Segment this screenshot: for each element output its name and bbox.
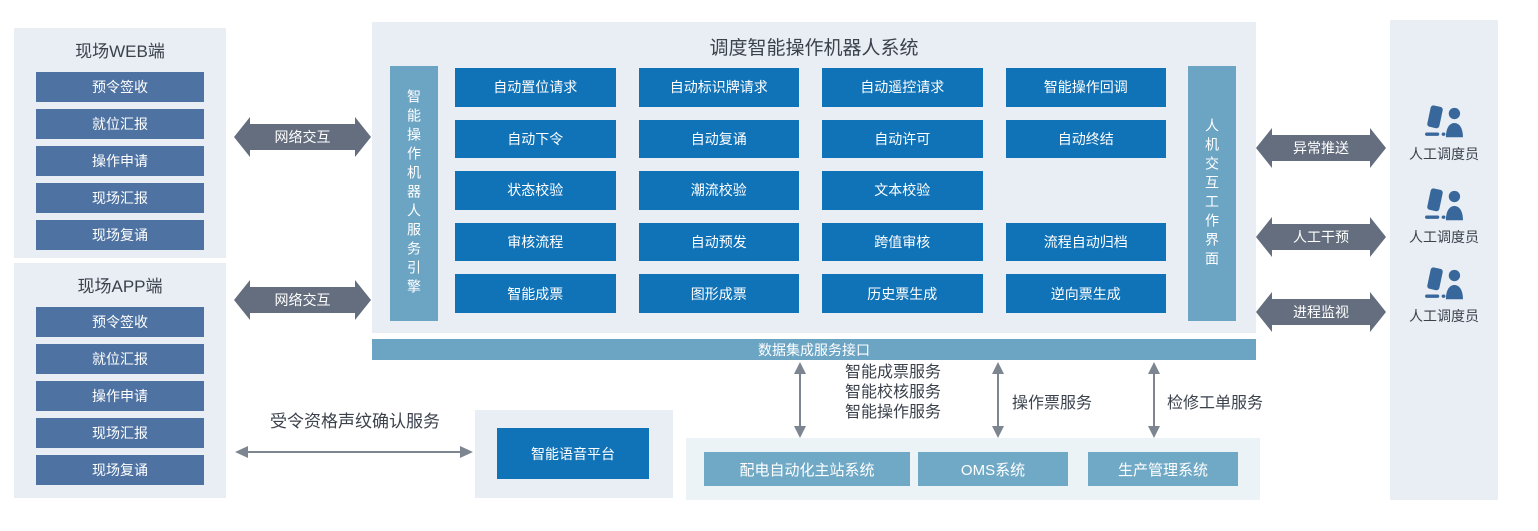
operation-ticket-service-arrow — [997, 374, 999, 426]
app-item-inposition-report: 就位汇报 — [36, 344, 204, 374]
operators-panel: 人工调度员 人工调度员 — [1390, 20, 1498, 500]
network-interaction-arrow-top: 网络交互 — [250, 124, 355, 150]
module-grid-spacer — [1006, 171, 1167, 210]
person-at-desk-icon — [1425, 188, 1463, 221]
operator-block: 人工调度员 — [1390, 105, 1498, 164]
web-item-site-report: 现场汇报 — [36, 183, 204, 213]
voice-platform-container: 智能语音平台 — [475, 410, 673, 498]
module-auto-tag-request: 自动标识牌请求 — [638, 68, 799, 107]
module-auto-remote-request: 自动遥控请求 — [822, 68, 983, 107]
distribution-automation-system-box: 配电自动化主站系统 — [704, 452, 910, 486]
maintenance-order-service-arrow — [1153, 374, 1155, 426]
module-auto-command: 自动下令 — [455, 119, 616, 159]
operator-block: 人工调度员 — [1390, 188, 1498, 247]
person-at-desk-icon — [1425, 105, 1463, 138]
module-graphic-ticket: 图形成票 — [638, 274, 799, 313]
smart-check-service-line: 智能校核服务 — [845, 384, 942, 401]
operator-label: 人工调度员 — [1409, 308, 1479, 324]
module-state-check: 状态校验 — [455, 171, 616, 210]
smart-ticket-service-line: 智能成票服务 — [845, 364, 942, 381]
module-auto-permit: 自动许可 — [822, 119, 983, 159]
field-app-panel: 现场APP端 预令签收 就位汇报 操作申请 现场汇报 现场复诵 — [14, 263, 226, 498]
service-engine-label: 智能操作机器人服务引擎 — [406, 89, 422, 298]
operation-ticket-service-label: 操作票服务 — [1012, 395, 1093, 412]
module-smart-operation-callback: 智能操作回调 — [1005, 68, 1166, 107]
module-smart-ticket: 智能成票 — [455, 274, 616, 313]
field-app-title: 现场APP端 — [77, 277, 163, 296]
manual-intervention-arrow: 人工干预 — [1272, 224, 1370, 250]
smart-operation-service-line: 智能操作服务 — [845, 404, 942, 421]
module-auto-position-request: 自动置位请求 — [455, 68, 616, 107]
module-auto-archive: 流程自动归档 — [1005, 222, 1166, 262]
voiceprint-service-arrow — [248, 451, 460, 453]
web-item-site-repeat: 现场复诵 — [36, 220, 204, 250]
voiceprint-service-label: 受令资格声纹确认服务 — [270, 412, 440, 431]
system-title: 调度智能操作机器人系统 — [709, 38, 919, 59]
field-web-panel: 现场WEB端 预令签收 就位汇报 操作申请 现场汇报 现场复诵 — [14, 28, 226, 258]
module-review-flow: 审核流程 — [455, 222, 616, 262]
module-powerflow-check: 潮流校验 — [638, 171, 799, 210]
production-management-system-box: 生产管理系统 — [1088, 452, 1238, 486]
module-history-ticket: 历史票生成 — [822, 274, 983, 313]
web-item-preorder-sign: 预令签收 — [36, 72, 204, 102]
module-auto-repeat: 自动复诵 — [638, 119, 799, 159]
data-integration-bar: 数据集成服务接口 — [372, 339, 1256, 360]
smart-services-arrow — [799, 374, 801, 426]
app-item-site-report: 现场汇报 — [36, 418, 204, 448]
web-item-inposition-report: 就位汇报 — [36, 109, 204, 139]
hmi-interface-bar: 人机交互工作界面 — [1188, 66, 1236, 321]
module-auto-predispatch: 自动预发 — [638, 222, 799, 262]
web-item-operation-request: 操作申请 — [36, 146, 204, 176]
external-systems-container: 配电自动化主站系统 OMS系统 生产管理系统 — [686, 438, 1260, 500]
operator-label: 人工调度员 — [1409, 146, 1479, 162]
operator-block: 人工调度员 — [1390, 267, 1498, 326]
service-engine-bar: 智能操作机器人服务引擎 — [390, 66, 438, 321]
module-text-check: 文本校验 — [822, 171, 983, 210]
app-item-site-repeat: 现场复诵 — [36, 455, 204, 485]
operator-label: 人工调度员 — [1409, 229, 1479, 245]
field-web-title: 现场WEB端 — [75, 42, 165, 61]
exception-push-arrow: 异常推送 — [1272, 135, 1370, 161]
maintenance-order-service-label: 检修工单服务 — [1167, 395, 1264, 412]
smart-services-label: 智能成票服务 智能校核服务 智能操作服务 — [845, 363, 941, 423]
app-item-operation-request: 操作申请 — [36, 381, 204, 411]
app-item-preorder-sign: 预令签收 — [36, 307, 204, 337]
hmi-interface-label: 人机交互工作界面 — [1204, 117, 1220, 270]
module-cross-shift-review: 跨值审核 — [822, 222, 983, 262]
voice-platform-box: 智能语音平台 — [497, 428, 649, 479]
oms-system-box: OMS系统 — [918, 452, 1068, 486]
person-at-desk-icon — [1425, 267, 1463, 300]
module-auto-terminate: 自动终结 — [1005, 119, 1166, 159]
dispatch-robot-system-panel: 调度智能操作机器人系统 智能操作机器人服务引擎 自动置位请求 自动标识牌请求 自… — [372, 22, 1256, 333]
module-grid: 自动置位请求 自动标识牌请求 自动遥控请求 智能操作回调 自动下令 自动复诵 自… — [455, 68, 1166, 313]
process-monitor-arrow: 进程监视 — [1272, 299, 1370, 325]
network-interaction-arrow-bottom: 网络交互 — [250, 287, 355, 313]
module-reverse-ticket: 逆向票生成 — [1005, 274, 1166, 313]
